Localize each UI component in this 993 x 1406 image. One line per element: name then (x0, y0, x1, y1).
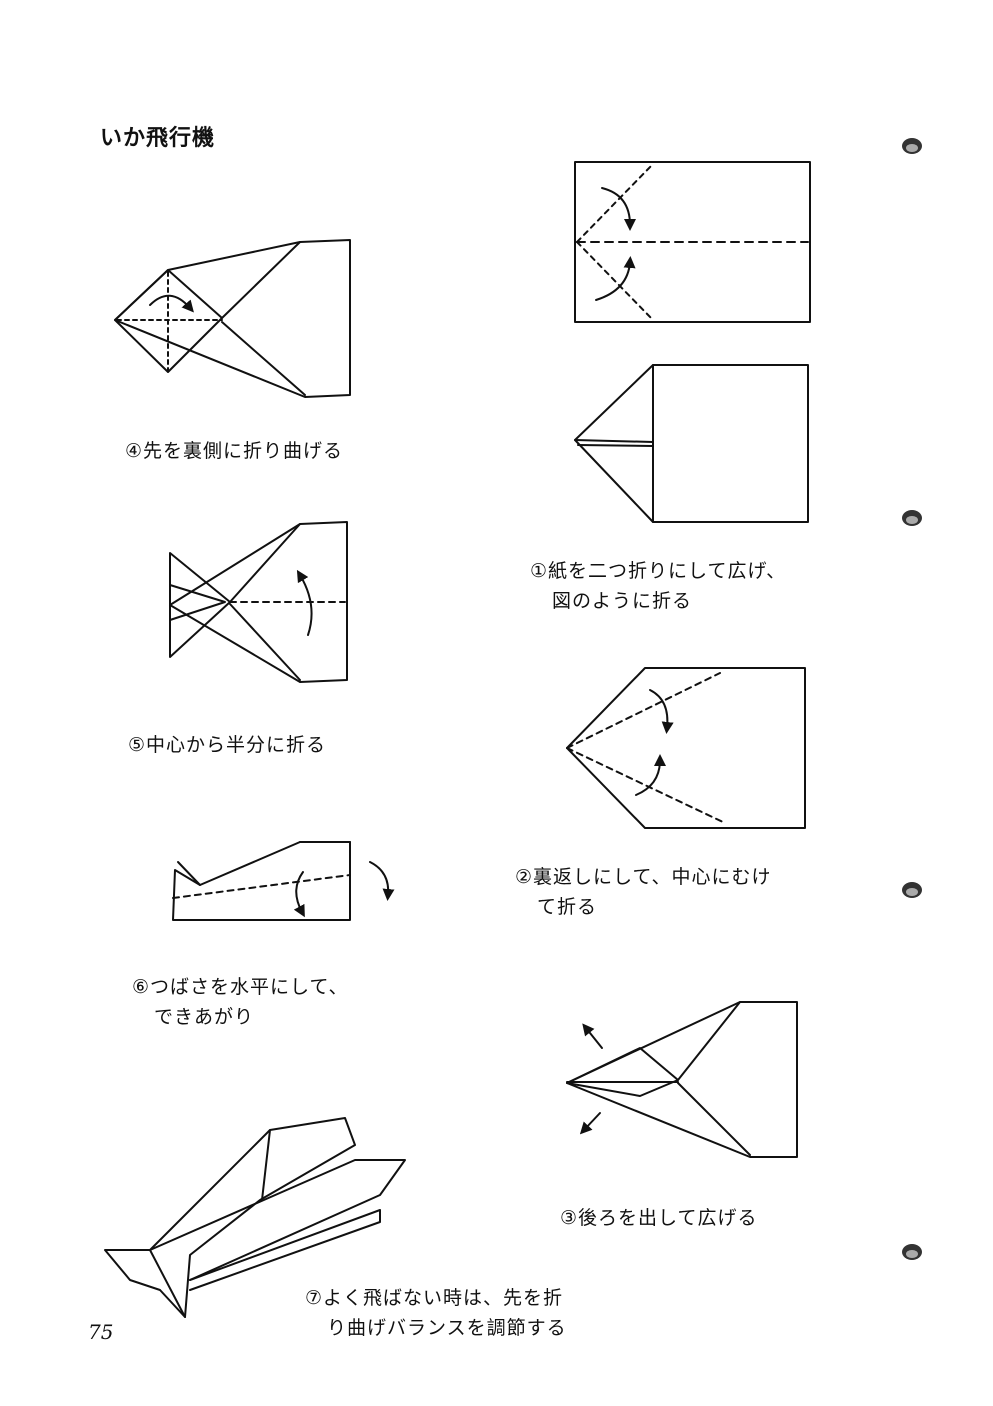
step7-diagram (104, 1117, 406, 1318)
step1-caption: ①紙を二つ折りにして広げ、 図のように折る (530, 556, 786, 616)
step2-caption: ②裏返しにして、中心にむけ て折る (515, 862, 772, 922)
step6-caption: ⑥つばさを水平にして、 できあがり (132, 972, 349, 1032)
step6-line1: ⑥つばさを水平にして、 (132, 976, 349, 998)
step1-diagram (574, 161, 811, 323)
step7-line1: ⑦よく飛ばない時は、先を折 (305, 1287, 564, 1309)
step5-line1: ⑤中心から半分に折る (128, 734, 327, 756)
step6-left-diagram (172, 841, 395, 921)
step2-diagram (574, 364, 809, 523)
step4-line1: ④先を裏側に折り曲げる (125, 440, 344, 462)
step7-line2: り曲げバランスを調節する (327, 1317, 567, 1339)
step1-line2: 図のように折る (552, 590, 693, 612)
edge-mark-icon (902, 510, 922, 526)
step7-caption: ⑦よく飛ばない時は、先を折 り曲げバランスを調節する (305, 1283, 567, 1343)
edge-mark-icon (902, 882, 922, 898)
step4-left-diagram (114, 239, 351, 398)
edge-mark-icon (902, 138, 922, 154)
step4-diagram (566, 1001, 798, 1158)
step4-caption: ④先を裏側に折り曲げる (125, 436, 343, 466)
step5-left-diagram (169, 521, 348, 683)
step1-line1: ①紙を二つ折りにして広げ、 (530, 560, 787, 582)
step2-line2: て折る (537, 896, 598, 918)
step2-line1: ②裏返しにして、中心にむけ (515, 866, 772, 888)
step5-caption: ⑤中心から半分に折る (128, 730, 326, 760)
edge-mark-icon (902, 1244, 922, 1260)
step3-caption: ③後ろを出して広げる (560, 1203, 757, 1233)
step6-line2: できあがり (154, 1006, 255, 1028)
step3-line1: ③後ろを出して広げる (560, 1207, 758, 1229)
page-number: 75 (88, 1320, 114, 1344)
step3-diagram (566, 667, 806, 829)
page-title: いか飛行機 (100, 126, 216, 151)
